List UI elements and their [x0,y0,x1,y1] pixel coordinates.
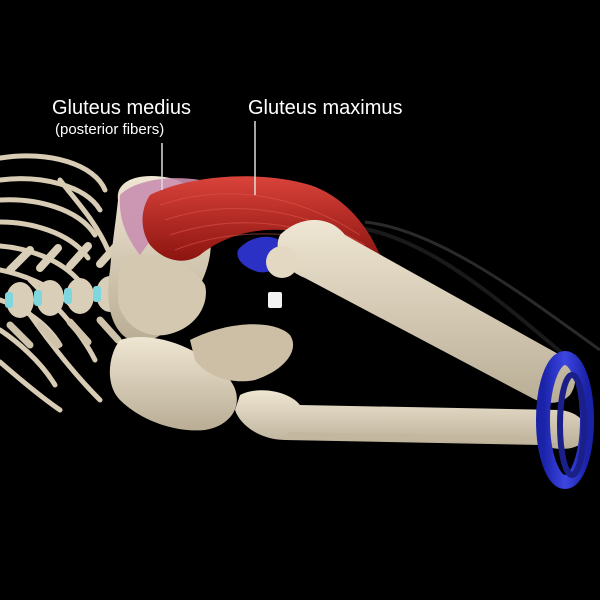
pubis [190,324,294,382]
fibula [287,432,563,443]
disc [5,292,13,308]
gluteus-medius-label: Gluteus medius [52,97,191,119]
gluteus-maximus-label: Gluteus maximus [248,97,403,119]
band-cord [359,226,572,362]
disc [93,286,101,302]
disc [34,290,42,306]
gluteus-medius-note: (posterior fibers) [55,121,165,138]
femur-head [266,246,298,278]
spine [5,240,132,349]
disc [64,288,72,304]
knee-band-inner [557,372,587,478]
femur [277,220,576,403]
band-cord-upper [364,220,600,352]
knee-band [536,351,594,489]
gluteus-maximus-muscle [142,176,380,261]
sacrum [118,253,206,336]
band-clip [268,292,282,308]
